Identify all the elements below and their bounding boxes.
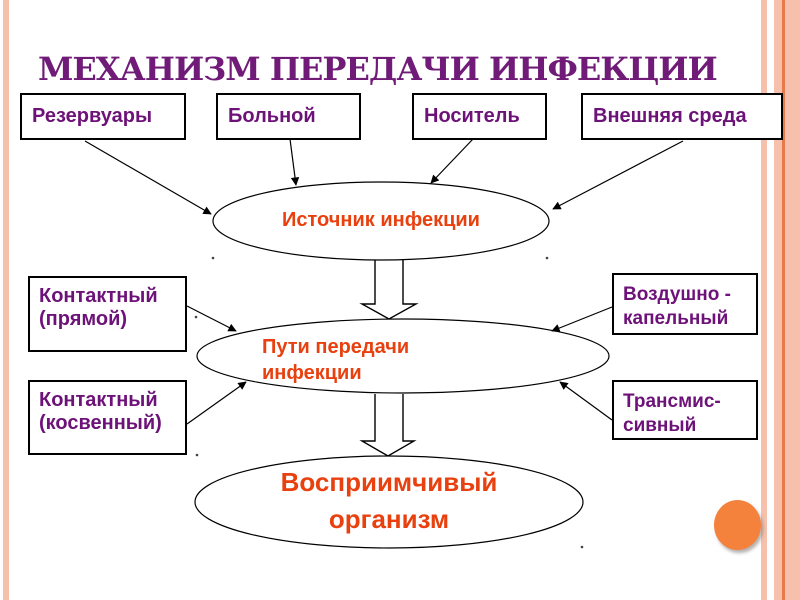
arrow-carrier-to-source	[430, 138, 474, 184]
arrow-environment-to-source	[552, 140, 684, 210]
right-border-thin-stripe	[761, 0, 767, 600]
arrow-transmissive-to-routes	[559, 381, 613, 421]
box-carrier: Носитель	[412, 93, 547, 140]
arrow-contact-direct-to-routes	[186, 305, 237, 332]
page-title: МЕХАНИЗМ ПЕРЕДАЧИ ИНФЕКЦИИ	[38, 50, 718, 88]
dot-artifact	[211, 256, 215, 260]
arrow-airborne-to-routes	[551, 306, 613, 333]
arrow-patient-to-source	[289, 138, 300, 186]
box-transmissive: Трансмис- сивный	[612, 380, 758, 440]
box-airborne: Воздушно - капельный	[612, 273, 758, 335]
box-contact-indirect: Контактный (косвенный)	[28, 380, 187, 455]
ellipse-susceptible-organism	[194, 455, 584, 549]
dot-artifact	[194, 315, 198, 319]
label-susceptible-organism: Восприимчивый организм	[280, 467, 498, 534]
box-reservoirs: Резервуары	[20, 93, 186, 140]
dot-artifact	[545, 256, 549, 260]
box-contact-direct: Контактный (прямой)	[28, 276, 187, 352]
label-transmission-routes: Пути передачи инфекции	[262, 336, 410, 384]
arrow-reservoirs-to-source	[84, 140, 212, 215]
label-infection-source: Источник инфекции	[282, 209, 480, 231]
dot-artifact	[195, 453, 199, 457]
left-border-stripe	[3, 0, 9, 600]
block-arrow-source-to-routes	[359, 259, 419, 320]
box-patient: Больной	[216, 93, 361, 140]
dot-artifact	[580, 545, 584, 549]
block-arrow-routes-to-organism	[359, 394, 417, 457]
decorative-circle	[714, 500, 761, 550]
right-border-accent-line	[782, 0, 785, 600]
arrow-contact-indirect-to-routes	[186, 381, 247, 425]
ellipse-transmission-routes	[196, 318, 610, 394]
box-environment: Внешняя среда	[581, 93, 783, 140]
ellipse-infection-source	[212, 181, 550, 261]
